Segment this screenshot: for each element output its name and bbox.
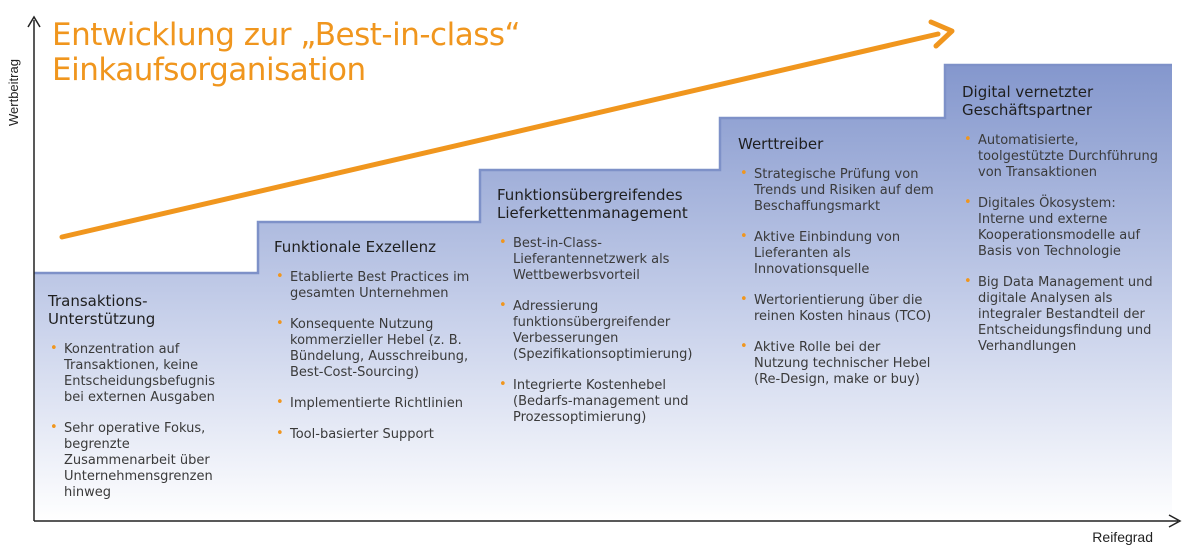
stage-bullet-list: Etablierte Best Practices im gesamten Un… xyxy=(274,269,474,443)
stage-bullet: Aktive Rolle bei der Nutzung technischer… xyxy=(738,339,938,388)
stage-bullet: Wertorientierung über die reinen Kosten … xyxy=(738,292,938,325)
stage-transaktions-unterstuetzung: Transaktions-Unterstützung Konzentration… xyxy=(48,292,234,516)
growth-trend-arrow xyxy=(59,31,941,240)
stage-digital-vernetzter-geschaeftspartner: Digital vernetzter Geschäftspartner Auto… xyxy=(962,83,1162,370)
diagram-title: Entwicklung zur „Best-in-class“ Einkaufs… xyxy=(52,17,521,88)
stage-heading: Transaktions-Unterstützung xyxy=(48,292,156,328)
stage-lieferkettenmanagement: Funktionsübergreifendes Lieferkettenmana… xyxy=(497,186,712,441)
diagram-title-line-2: Einkaufsorganisation xyxy=(52,52,366,88)
stage-bullet: Best-in-Class-Lieferantennetzwerk als We… xyxy=(497,235,712,284)
stage-heading: Digital vernetzter Geschäftspartner xyxy=(962,83,1094,119)
diagram-title-line-1: Entwicklung zur „Best-in-class“ xyxy=(52,17,521,53)
stage-bullet: Implementierte Richtlinien xyxy=(274,395,474,412)
stage-funktionale-exzellenz: Funktionale Exzellenz Etablierte Best Pr… xyxy=(274,238,474,458)
stage-bullet-list: Automatisierte, toolgestützte Durchführu… xyxy=(962,132,1162,355)
stage-bullet: Sehr operative Fokus, begrenzte Zusammen… xyxy=(48,420,234,501)
stage-bullet: Strategische Prüfung von Trends und Risi… xyxy=(738,166,938,215)
stage-bullet: Adressierung funktionsübergreifender Ver… xyxy=(497,298,712,363)
staircase-outline xyxy=(34,63,1172,275)
stage-bullet: Integrierte Kostenhebel (Bedarfs-managem… xyxy=(497,377,712,426)
stage-bullet: Konsequente Nutzung kommerzieller Hebel … xyxy=(274,316,474,381)
x-axis-arrowhead xyxy=(1168,514,1182,528)
stage-heading: Werttreiber xyxy=(738,135,824,153)
y-axis-label: Wertbeitrag xyxy=(6,59,21,126)
stage-heading: Funktionale Exzellenz xyxy=(274,238,436,256)
stage-bullet-list: Strategische Prüfung von Trends und Risi… xyxy=(738,166,938,388)
stage-bullet-list: Best-in-Class-Lieferantennetzwerk als We… xyxy=(497,235,712,426)
stage-heading: Funktionsübergreifendes Lieferkettenmana… xyxy=(497,186,688,222)
x-axis-label: Reifegrad xyxy=(1092,529,1153,545)
stage-bullet-list: Konzentration auf Transaktionen, keine E… xyxy=(48,341,234,501)
stage-bullet: Automatisierte, toolgestützte Durchführu… xyxy=(962,132,1162,181)
y-axis-arrowhead xyxy=(27,15,41,28)
stage-bullet: Tool-basierter Support xyxy=(274,426,474,443)
stage-bullet: Etablierte Best Practices im gesamten Un… xyxy=(274,269,474,302)
stage-werttreiber: Werttreiber Strategische Prüfung von Tre… xyxy=(738,135,938,403)
stage-bullet: Digitales Ökosystem: Interne und externe… xyxy=(962,195,1162,260)
stage-bullet: Big Data Management und digitale Analyse… xyxy=(962,274,1162,355)
stage-bullet: Aktive Einbindung von Lieferanten als In… xyxy=(738,229,938,278)
stage-bullet: Konzentration auf Transaktionen, keine E… xyxy=(48,341,234,406)
growth-trend-arrowhead xyxy=(928,19,955,49)
